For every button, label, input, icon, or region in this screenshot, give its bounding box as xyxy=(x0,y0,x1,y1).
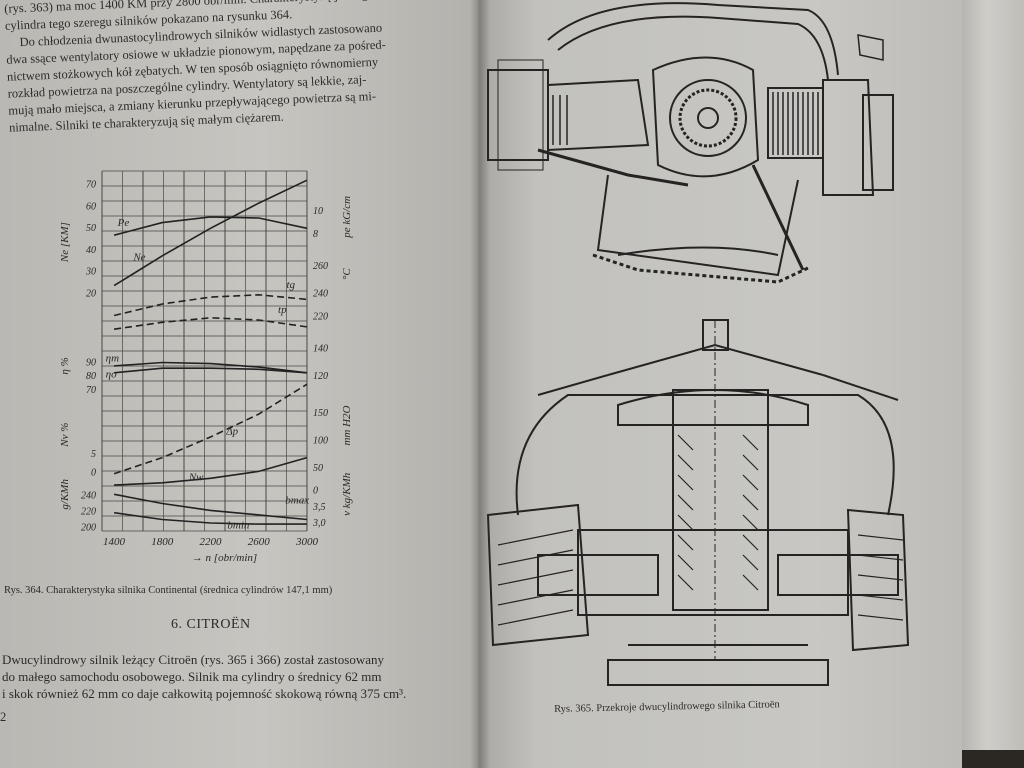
left-page: (rys. 363) ma moc 1400 KM przy 2800 obr/… xyxy=(0,0,478,768)
left-tick-label: 0 xyxy=(91,467,96,478)
engine-transverse-section-drawing xyxy=(486,319,910,686)
series-line-Nw xyxy=(114,456,308,486)
series-label: Nw xyxy=(188,472,204,484)
series-line-ηo xyxy=(114,367,308,374)
left-axis-label: Ne [KM] xyxy=(59,222,71,263)
chart-grid xyxy=(101,170,308,532)
right-axis-label: °C xyxy=(341,268,353,280)
series-line-bmin xyxy=(113,511,307,525)
left-tick-label: 70 xyxy=(86,385,96,396)
section-title: 6. CITROËN xyxy=(171,617,251,632)
left-tick-label: 80 xyxy=(86,371,96,382)
left-tick-label: 240 xyxy=(81,490,96,501)
right-tick-label: 3,5 xyxy=(312,502,326,513)
x-tick-label: 3000 xyxy=(295,536,319,548)
series-line-Ne xyxy=(113,179,308,287)
series-line-ηm xyxy=(114,361,308,374)
page-number: 2 xyxy=(0,710,7,724)
series-line-Pe xyxy=(113,216,308,236)
left-tick-label: 20 xyxy=(86,289,96,300)
series-label: ηo xyxy=(106,368,117,380)
right-axis-label: v kg/KMh xyxy=(341,472,353,516)
series-label: tp xyxy=(278,304,287,316)
left-axis-label: Nv % xyxy=(59,423,71,448)
left-tick-label: 60 xyxy=(86,201,96,212)
section-line: do małego samochodu osobowego. Silnik ma… xyxy=(2,669,382,684)
left-tick-label: 30 xyxy=(85,267,96,278)
left-axis-label: g/KMh xyxy=(59,479,71,510)
series-label: Ne xyxy=(132,251,145,263)
left-axis-label: η % xyxy=(59,357,71,374)
right-tick-label: 3,0 xyxy=(312,518,326,529)
left-tick-label: 200 xyxy=(81,522,96,533)
left-tick-label: 70 xyxy=(86,180,96,191)
series-label: Pe xyxy=(117,217,130,229)
right-tick-label: 260 xyxy=(313,261,328,272)
left-tick-label: 50 xyxy=(86,223,96,234)
left-tick-label: 40 xyxy=(86,245,96,256)
series-label: ηm xyxy=(106,352,119,364)
x-tick-label: 2600 xyxy=(248,536,271,548)
chart-series xyxy=(113,179,308,525)
x-axis-label: → n [obr/min] xyxy=(192,552,257,564)
series-line-Δp xyxy=(113,383,308,475)
page-stack-edge xyxy=(962,0,1024,750)
engine-longitudinal-section-drawing xyxy=(487,2,894,284)
right-tick-label: 10 xyxy=(313,206,323,217)
right-tick-label: 0 xyxy=(313,486,318,497)
x-tick-label: 1400 xyxy=(103,536,126,548)
series-label: tg xyxy=(287,279,296,291)
series-line-tg xyxy=(113,293,308,317)
series-label: bmax xyxy=(285,494,309,506)
series-label: Δp xyxy=(225,426,238,438)
right-tick-label: 50 xyxy=(313,463,323,474)
figure-caption: Rys. 365. Przekroje dwucylindrowego siln… xyxy=(554,699,780,715)
section-line: i skok również 62 mm co daje całkowitą p… xyxy=(2,686,407,701)
left-tick-label: 5 xyxy=(91,449,96,460)
right-tick-label: 240 xyxy=(313,289,328,300)
right-tick-label: 8 xyxy=(313,229,318,240)
book-gutter xyxy=(470,0,490,768)
right-axis-label: pe kG/cm xyxy=(341,196,353,239)
right-page: Rys. 365. Przekroje dwucylindrowego siln… xyxy=(478,0,962,768)
right-tick-label: 100 xyxy=(313,435,328,446)
right-tick-label: 120 xyxy=(313,371,328,382)
section-line: Dwucylindrowy silnik leżący Citroën (rys… xyxy=(2,652,384,667)
series-label: bmin xyxy=(227,520,250,532)
figure-caption: Rys. 364. Charakterystyka silnika Contin… xyxy=(4,585,333,596)
right-tick-label: 220 xyxy=(313,311,328,322)
x-tick-label: 1800 xyxy=(151,536,174,548)
right-axis-label: mm H2O xyxy=(341,405,353,445)
right-tick-label: 140 xyxy=(313,344,328,355)
left-tick-label: 220 xyxy=(81,506,96,517)
series-line-bmax xyxy=(113,493,308,521)
x-tick-label: 2200 xyxy=(200,536,223,548)
left-tick-label: 90 xyxy=(86,357,96,368)
right-tick-label: 150 xyxy=(313,408,328,419)
